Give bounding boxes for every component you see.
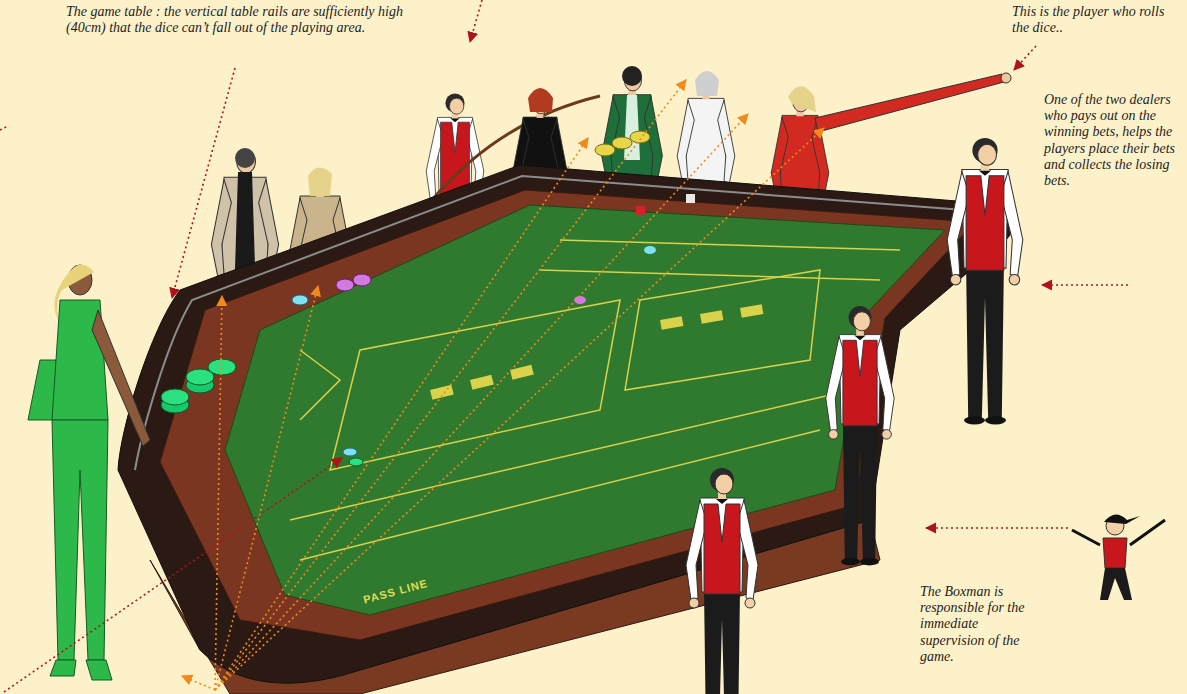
leader-line — [215, 80, 686, 690]
marking-line — [560, 240, 900, 250]
wood-band — [160, 190, 975, 640]
cap — [1104, 514, 1140, 524]
callout-note: The Boxman is responsible for the immedi… — [920, 584, 1038, 665]
chip — [336, 279, 354, 291]
leader-line — [470, 0, 482, 42]
dealer — [947, 138, 1023, 425]
chip — [644, 246, 656, 254]
hair — [308, 167, 332, 196]
chips — [161, 131, 656, 466]
hair — [788, 86, 816, 112]
chip — [353, 274, 371, 286]
chip — [612, 137, 632, 149]
leader-line — [0, 126, 8, 130]
hair — [54, 264, 94, 320]
leader-line — [926, 527, 1068, 529]
marking-box — [625, 270, 820, 390]
felt-number-boxes — [430, 304, 763, 400]
leader-line — [215, 114, 748, 690]
die — [636, 206, 645, 215]
die — [686, 194, 695, 203]
number-box — [510, 365, 534, 380]
leader-line — [215, 296, 222, 690]
table-marking: PASS LINE — [362, 577, 429, 606]
number-box — [740, 304, 763, 318]
boxman-figure — [1072, 514, 1165, 600]
chip — [343, 448, 357, 456]
callout-note: This is the player who rolls the dice.. — [1012, 4, 1182, 36]
hair — [235, 148, 255, 168]
leader-line — [1042, 284, 1128, 286]
shoe — [86, 660, 112, 680]
hair — [528, 88, 553, 112]
number-box — [660, 316, 683, 330]
craps-table — [118, 131, 1014, 694]
felt-markings — [290, 240, 900, 560]
chip-stack — [161, 389, 189, 405]
shooter-arm — [815, 74, 1004, 132]
trousers — [1100, 568, 1132, 600]
marking-line — [290, 395, 830, 520]
callout-note: One of the two dealers who pays out on t… — [1044, 92, 1184, 189]
leader-line — [215, 128, 824, 690]
hair — [622, 66, 642, 86]
leader-line — [215, 286, 318, 690]
marking-line — [540, 270, 880, 280]
leader-lines — [0, 0, 1128, 692]
marking-line — [300, 350, 340, 420]
vest — [1103, 538, 1127, 568]
number-box — [700, 310, 723, 324]
table-rail — [118, 165, 1014, 683]
leader-line — [1014, 46, 1036, 70]
player-woman-green — [28, 264, 150, 680]
leader-line — [215, 138, 588, 690]
chip — [349, 458, 363, 466]
callout-note: The game table : the vertical table rail… — [66, 4, 426, 36]
felt — [225, 205, 945, 615]
number-box — [470, 375, 494, 390]
hair — [695, 71, 719, 96]
chip — [595, 144, 615, 156]
leader-line — [4, 458, 342, 692]
hand — [1001, 73, 1011, 83]
leader-line — [182, 676, 215, 690]
chip — [292, 295, 308, 305]
chip — [630, 131, 650, 143]
shoe — [50, 660, 76, 676]
dealer — [826, 306, 894, 565]
marking-box — [330, 300, 620, 470]
leader-line — [172, 68, 235, 298]
dealer — [686, 468, 758, 694]
trousers — [52, 420, 108, 660]
chip-stack — [208, 359, 236, 375]
shirt — [624, 95, 640, 160]
